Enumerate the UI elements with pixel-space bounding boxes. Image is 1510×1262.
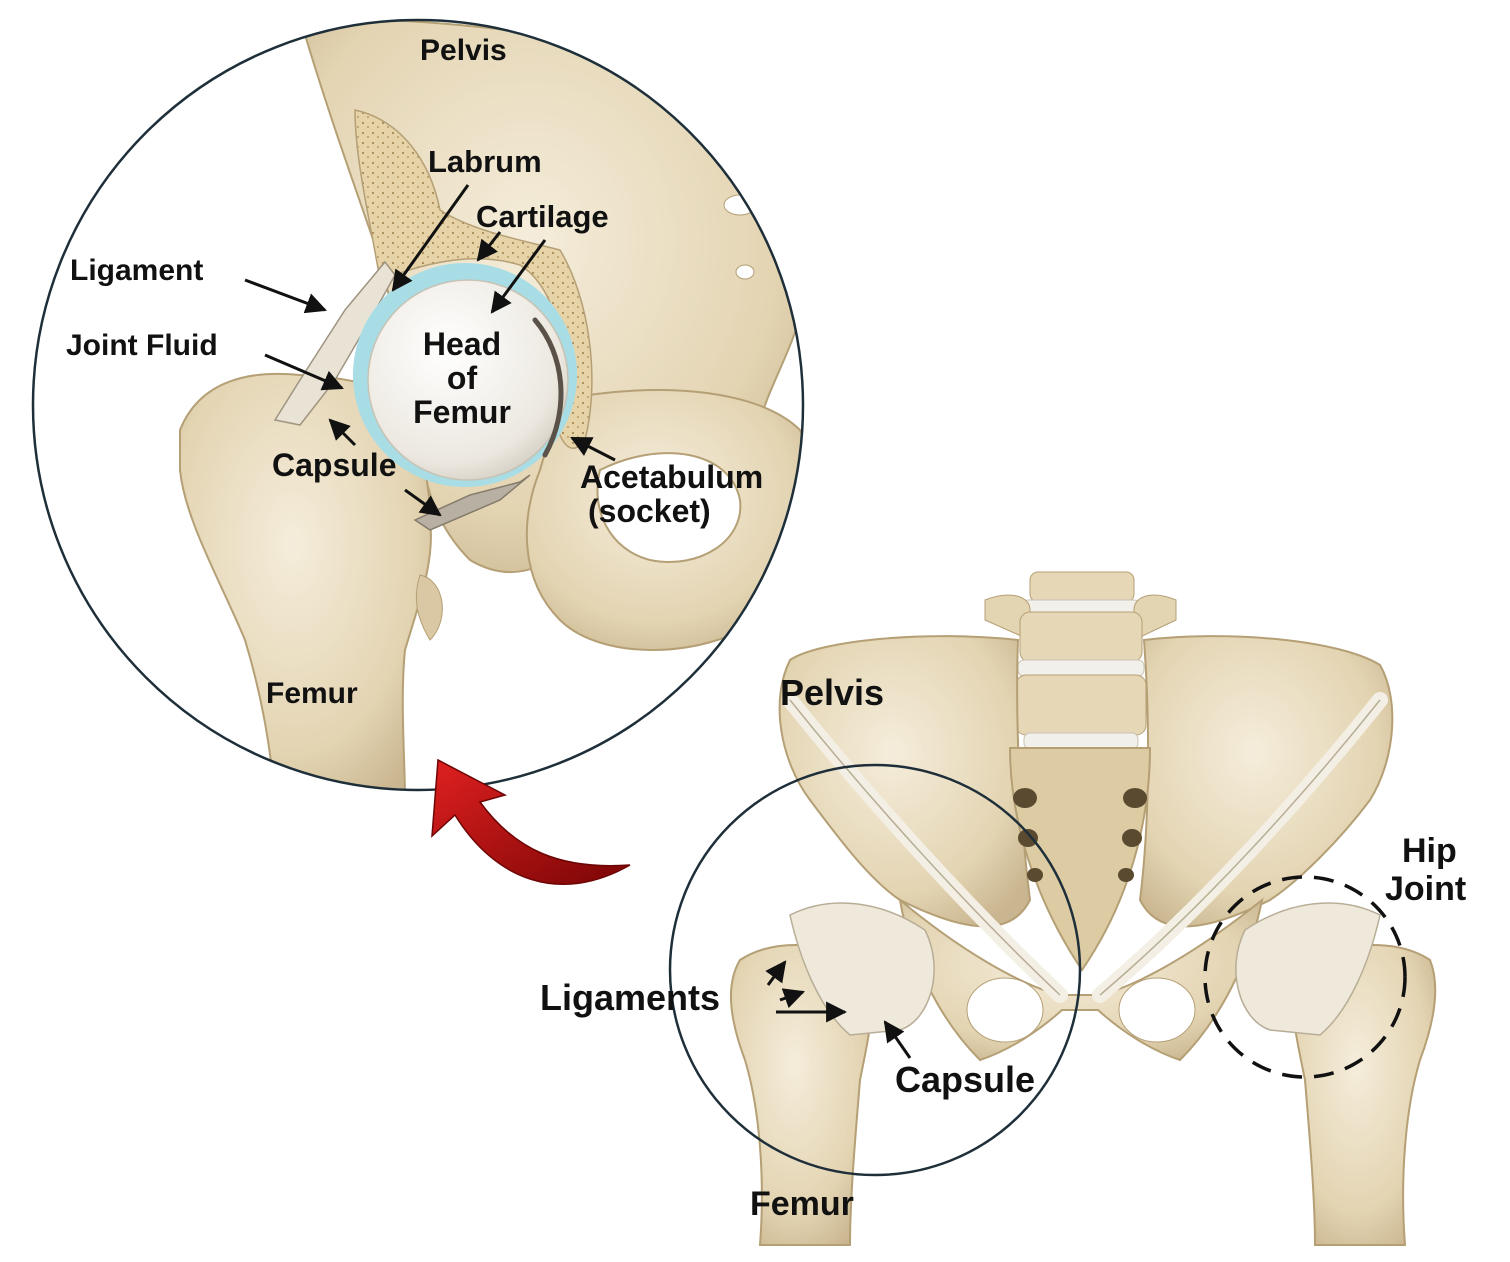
zoom-leader-arrows	[244, 184, 616, 517]
full-label-hip-2: Joint	[1385, 870, 1466, 908]
zoom-label-femur: Femur	[266, 677, 358, 710]
magnifier-circle	[668, 763, 1082, 1177]
arrow-joint-fluid	[264, 353, 344, 391]
sacrum	[1008, 747, 1152, 972]
full-label-pelvis: Pelvis	[780, 672, 884, 713]
arrow-full-capsule	[883, 1020, 912, 1059]
arrow-labrum	[391, 184, 470, 292]
lumbar-spine	[984, 571, 1177, 750]
arrow-ligaments-2	[779, 988, 805, 1009]
full-label-femur: Femur	[750, 1185, 854, 1223]
zoom-label-acetabulum-2: (socket)	[588, 493, 711, 529]
left-hip-capsule	[789, 902, 935, 1036]
zoom-label-head-1: Head	[423, 326, 501, 362]
hip-joint-dashed-circle	[1203, 875, 1407, 1079]
right-ilium	[1138, 635, 1394, 928]
zoom-label-acetabulum-1: Acetabulum	[580, 459, 763, 495]
zoom-label-ligament: Ligament	[70, 254, 203, 287]
zoom-label-head-2: of	[447, 360, 478, 396]
zoom-label-cartilage: Cartilage	[476, 199, 609, 234]
zoom-label-labrum: Labrum	[428, 144, 542, 179]
zoom-label-pelvis: Pelvis	[420, 34, 507, 67]
full-leader-arrows	[765, 960, 912, 1059]
zoom-label-joint-fluid: Joint Fluid	[66, 329, 218, 362]
zoom-indicator-arrow	[431, 758, 631, 885]
zoom-label-head-3: Femur	[413, 394, 511, 430]
obturator-foramen	[596, 452, 742, 563]
arrow-acetabulum	[570, 436, 616, 462]
arrow-capsule-upper	[328, 418, 357, 447]
full-view: Pelvis Hip Joint Ligaments Capsule Femur	[540, 571, 1466, 1246]
arrow-capsule-lower	[404, 488, 442, 517]
zoom-label-capsule: Capsule	[272, 447, 396, 483]
right-obturator	[1118, 977, 1196, 1043]
acetabulum-socket-arc	[532, 317, 564, 458]
full-label-capsule: Capsule	[895, 1059, 1035, 1100]
zoom-circle-outline	[31, 18, 805, 792]
head-of-femur	[367, 279, 569, 481]
zoom-view: Pelvis Labrum Cartilage Ligament Joint F…	[31, 18, 805, 792]
arrow-cartilage-2	[490, 239, 547, 314]
arrow-ligaments-1	[765, 960, 787, 986]
zoom-ligament-band	[273, 260, 396, 426]
right-hip-capsule	[1235, 902, 1381, 1036]
full-label-ligaments: Ligaments	[540, 977, 720, 1018]
arrow-ligament	[244, 278, 327, 314]
left-obturator	[966, 977, 1044, 1043]
arrow-cartilage	[476, 231, 502, 262]
zoom-capsule-lower	[413, 474, 531, 531]
full-label-hip-1: Hip	[1402, 832, 1457, 870]
